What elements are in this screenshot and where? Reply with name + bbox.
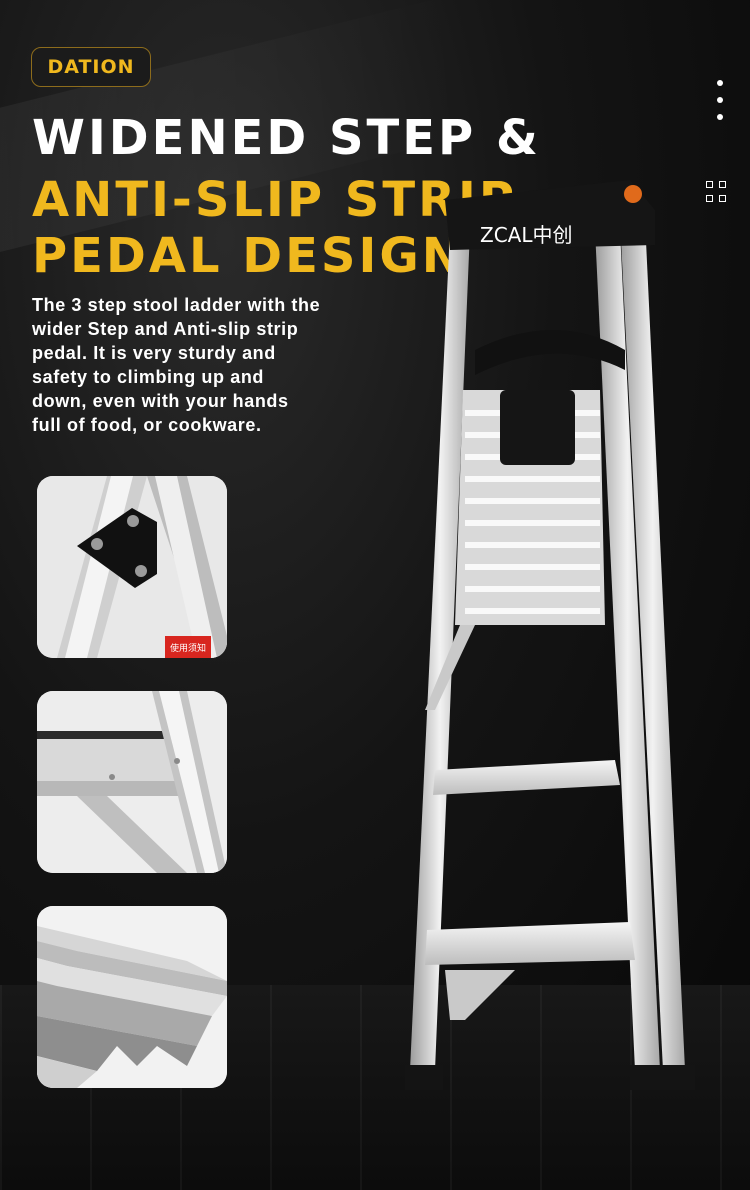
headline-line-3: PEDAL DESIGN (32, 228, 465, 284)
brand-logo: DATION (31, 47, 151, 87)
ladder-brand-text: ZCAL中创 (480, 223, 573, 247)
wide-step-detail-image (37, 691, 227, 873)
product-description: The 3 step stool ladder with the wider S… (32, 295, 321, 435)
hinge-detail-image: 使用须知 (37, 476, 227, 658)
grid-icon[interactable] (706, 181, 726, 203)
headline-line-2: ANTI-SLIP STRIP (32, 172, 518, 228)
anti-slip-strip-image (37, 906, 227, 1088)
step-ladder-image: ZCAL中创 (405, 180, 695, 1090)
headline-line-1: WIDENED STEP & (32, 110, 541, 166)
warning-label: 使用须知 (170, 642, 206, 654)
more-vertical-icon[interactable] (714, 80, 726, 120)
